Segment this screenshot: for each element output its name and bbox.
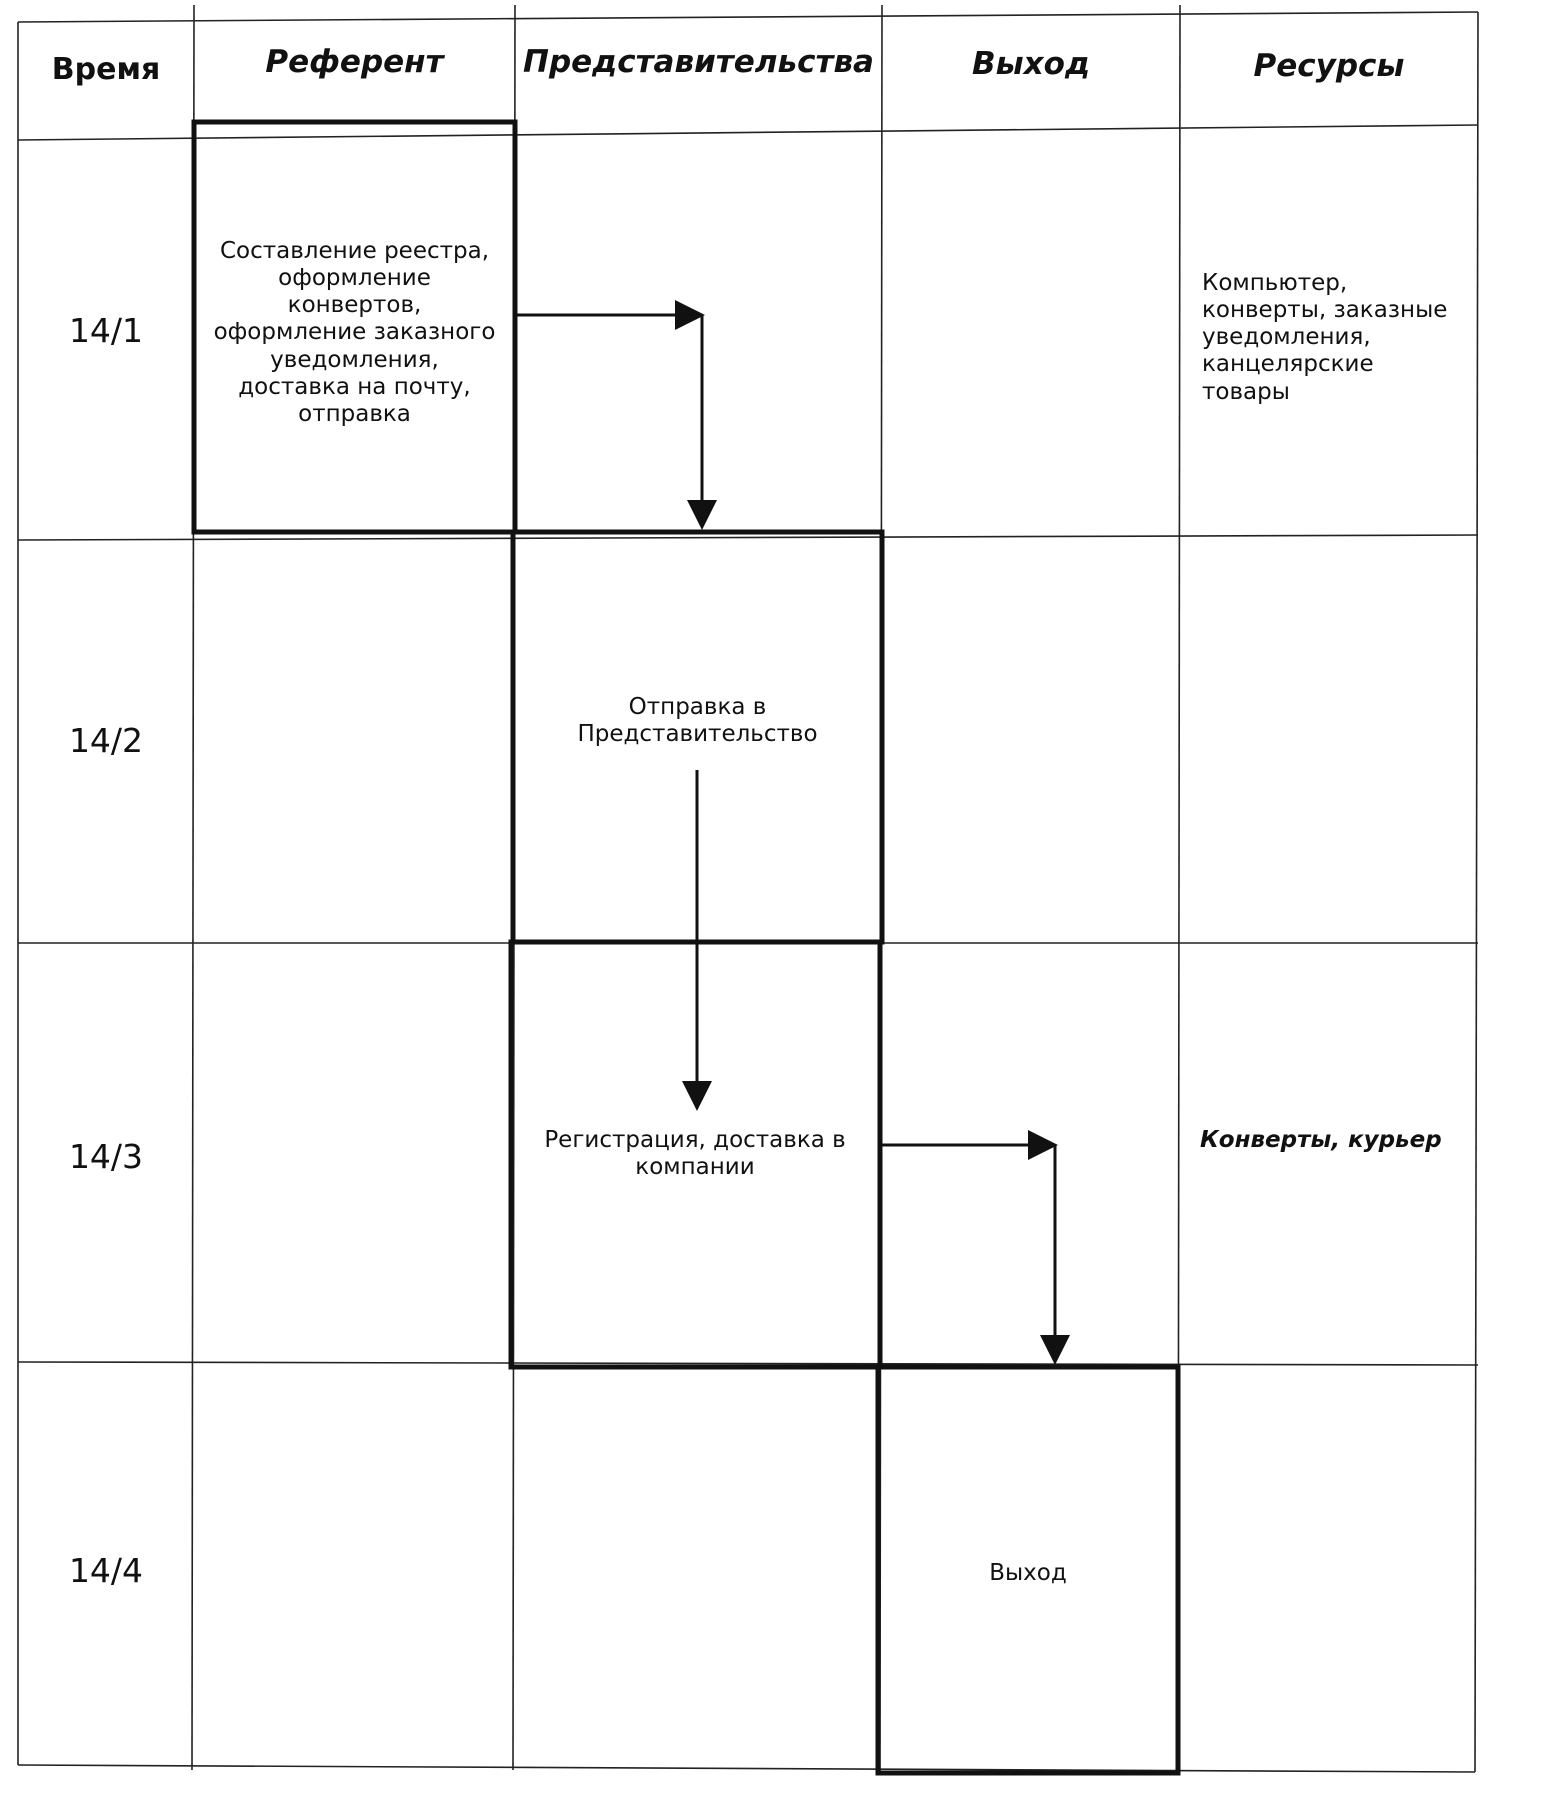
- time-row-1: 14/1: [68, 311, 144, 350]
- step-text-1: Составление реестра, оформление конверто…: [213, 238, 496, 427]
- resource-text-1: Компьютер, конверты, заказные уведомлени…: [1202, 270, 1448, 405]
- step-text-4: Выход: [989, 1560, 1067, 1586]
- grid-top-edge: [17, 11, 1479, 23]
- grid-right-edge: [1474, 11, 1479, 1773]
- header-time: Время: [51, 52, 161, 87]
- header-resources: Ресурсы: [1253, 48, 1405, 84]
- step-box-4: [875, 1364, 1181, 1776]
- time-row-4: 14/4: [68, 1551, 144, 1590]
- row-sep-header: [17, 124, 1479, 141]
- header-output: Выход: [972, 46, 1090, 82]
- row-sep-1: [17, 534, 1479, 541]
- header-offices: Представительства: [523, 44, 874, 80]
- step-box-1: [191, 119, 518, 535]
- header-referent: Референт: [265, 44, 444, 80]
- step-text-2: Отправка в Представительство: [577, 694, 818, 748]
- row-sep-3: [17, 1361, 1479, 1366]
- connectors: [515, 300, 1070, 1365]
- step-text-3: Регистрация, доставка в компании: [544, 1127, 846, 1181]
- grid-bottom-edge: [17, 1764, 1476, 1773]
- resource-text-2: Конверты, курьер: [1200, 1127, 1442, 1153]
- time-row-2: 14/2: [68, 721, 144, 760]
- time-row-3: 14/3: [68, 1137, 144, 1176]
